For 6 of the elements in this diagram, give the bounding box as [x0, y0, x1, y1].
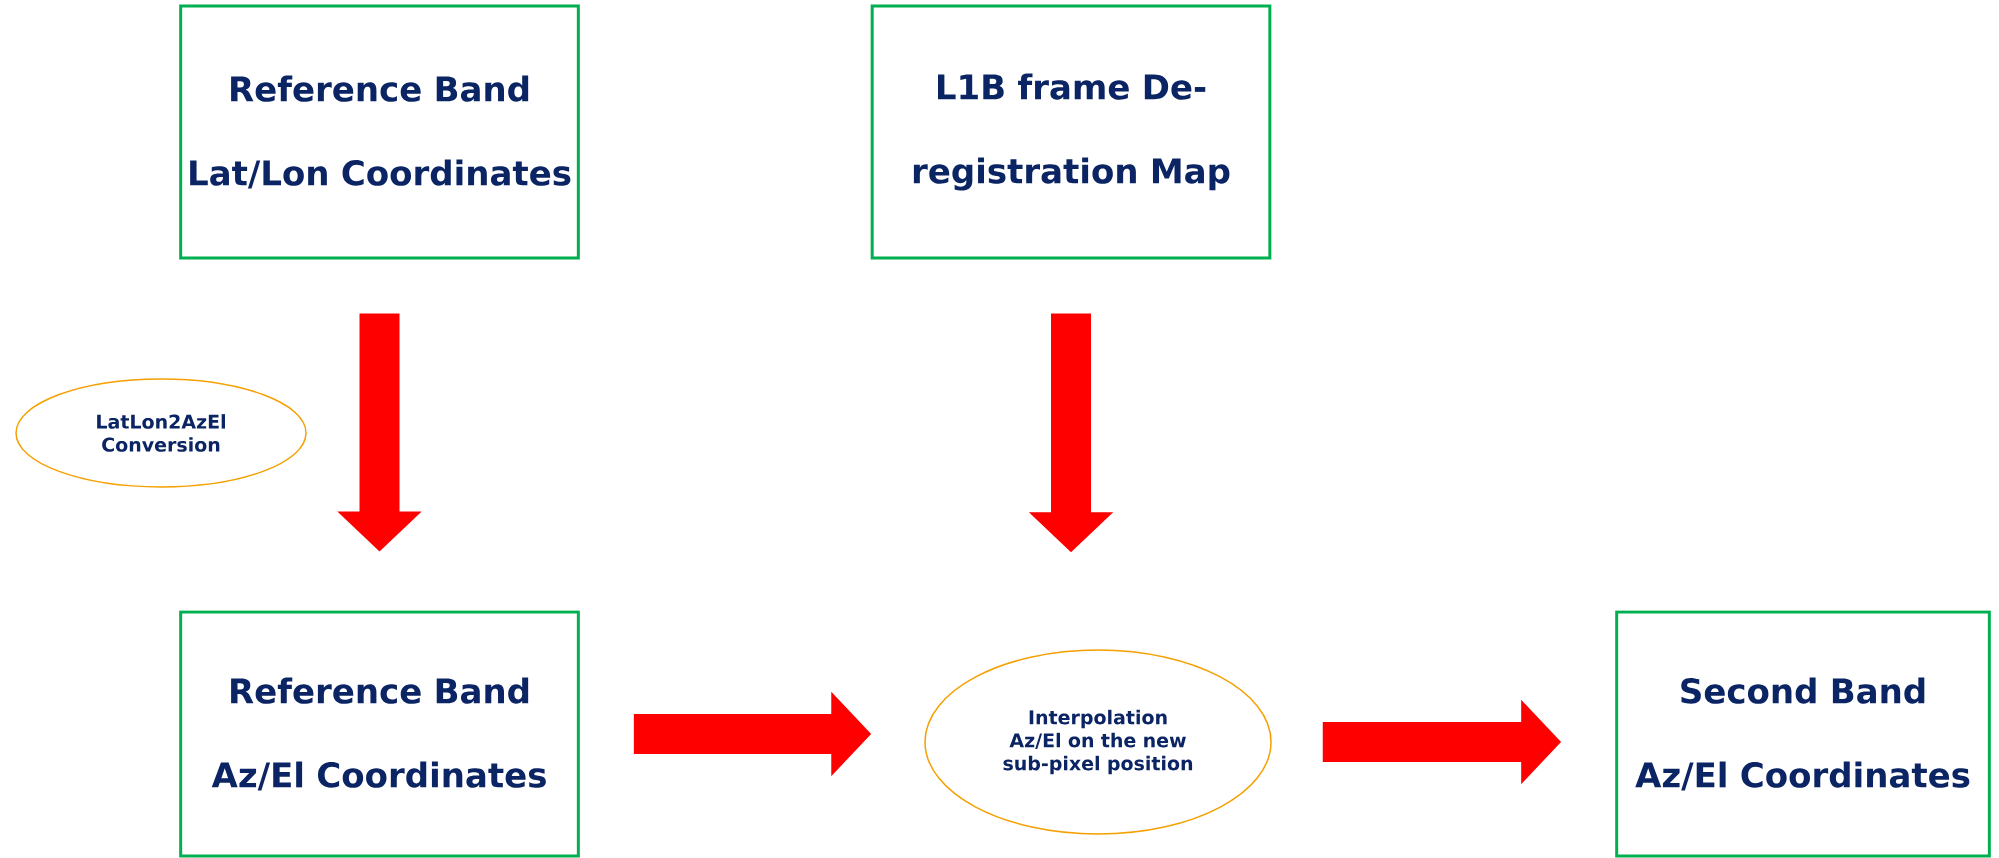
process-box: Reference Band Az/El Coordinates: [179, 610, 580, 858]
process-box: L1B frame De-registration Map: [870, 4, 1272, 260]
process-box: Second Band Az/El Coordinates: [1615, 610, 1991, 858]
process-oval: Interpolation Az/El on the new sub-pixel position: [924, 649, 1272, 835]
process-box: Reference Band Lat/Lon Coordinates: [179, 4, 580, 260]
process-oval: LatLon2AzEl Conversion: [15, 378, 307, 488]
